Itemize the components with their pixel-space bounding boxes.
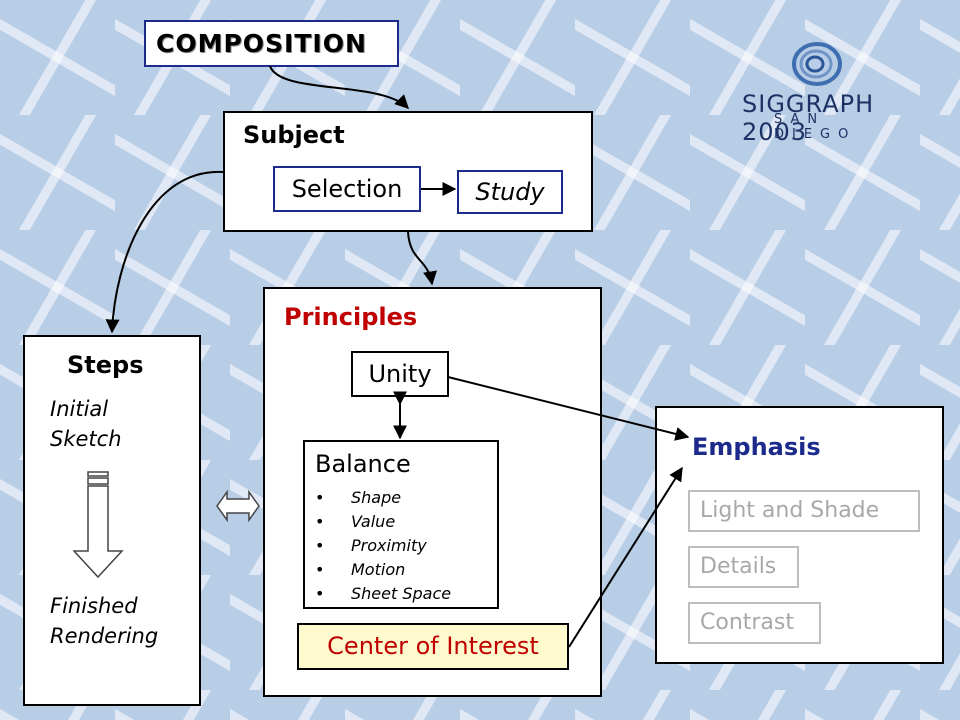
finished-rendering-line1: Finished: [50, 594, 138, 618]
subject-box: Subject Selection Study: [223, 111, 593, 232]
balance-box: Balance Shape Value Proximity Motion She…: [303, 440, 499, 609]
emphasis-title: Emphasis: [692, 433, 821, 461]
balance-item: Sheet Space: [313, 582, 451, 606]
selection-box: Selection: [273, 166, 421, 212]
unity-box: Unity: [351, 351, 449, 397]
balance-title: Balance: [315, 450, 411, 478]
balance-list: Shape Value Proximity Motion Sheet Space: [313, 486, 451, 606]
steps-title: Steps: [67, 351, 144, 379]
finished-rendering-label: Finished Rendering: [50, 591, 158, 651]
siggraph-swirl-icon: [792, 42, 842, 86]
initial-sketch-line1: Initial: [50, 397, 109, 421]
balance-item: Proximity: [313, 534, 451, 558]
composition-title-box: COMPOSITION: [144, 20, 399, 67]
balance-item: Shape: [313, 486, 451, 510]
composition-title: COMPOSITION: [156, 29, 367, 58]
double-arrow-icon: [216, 489, 260, 523]
principles-box: Principles Unity Balance Shape Value Pro…: [263, 287, 602, 697]
subject-to-principles-arrow: [407, 231, 437, 286]
logo-subtext: SAN DIEGO: [774, 112, 857, 142]
contrast-box: Contrast: [688, 602, 821, 644]
finished-rendering-line2: Rendering: [50, 624, 159, 648]
siggraph-logo: SIGGRAPH 2003 SAN DIEGO: [742, 38, 907, 146]
study-box: Study: [457, 170, 563, 214]
logo-text: SIGGRAPH 2003: [742, 90, 875, 146]
balance-item: Value: [313, 510, 451, 534]
center-of-interest-box: Center of Interest: [297, 623, 569, 670]
initial-sketch-line2: Sketch: [50, 427, 122, 451]
details-box: Details: [688, 546, 799, 588]
emphasis-box: Emphasis Light and Shade Details Contras…: [655, 406, 944, 664]
principles-title: Principles: [284, 303, 418, 331]
balance-item: Motion: [313, 558, 451, 582]
initial-sketch-label: Initial Sketch: [50, 394, 122, 454]
subject-to-steps-arrow: [105, 170, 224, 334]
light-and-shade-box: Light and Shade: [688, 490, 920, 532]
composition-to-subject-arrow: [269, 65, 409, 109]
subject-title: Subject: [243, 121, 345, 149]
steps-box: Steps Initial Sketch Finished Rendering: [23, 335, 201, 706]
down-arrow-icon: [73, 471, 124, 579]
